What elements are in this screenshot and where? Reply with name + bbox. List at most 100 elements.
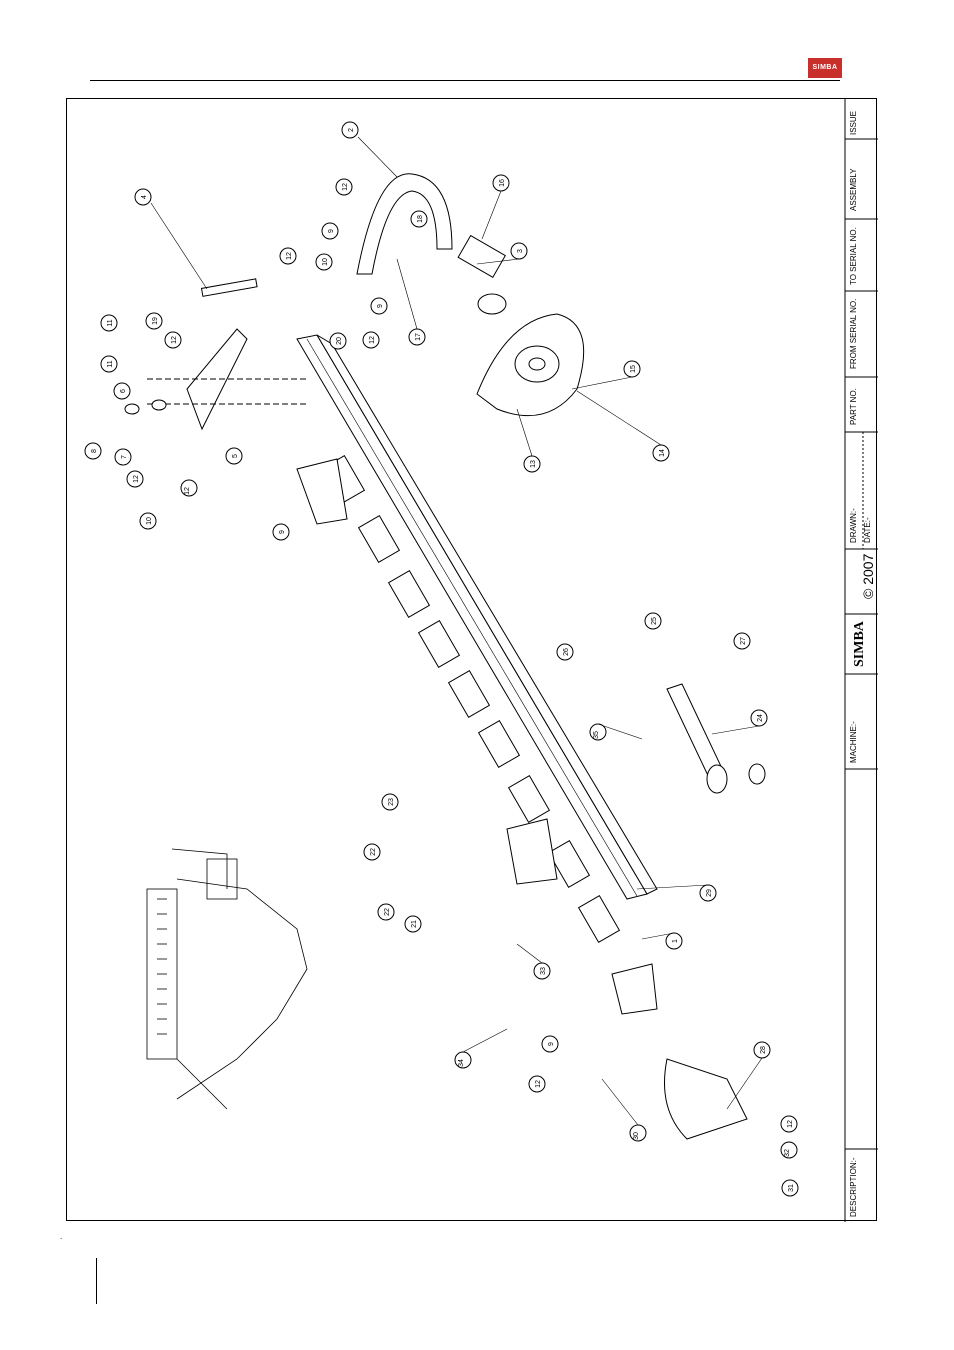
svg-text:2: 2 (348, 128, 355, 132)
balloon-9a: 9 (322, 223, 338, 239)
drawing-sheet: ISSUE ASSEMBLY TO SERIAL NO. FROM SERIAL… (66, 98, 877, 1221)
svg-text:9: 9 (377, 304, 384, 308)
drawn-label: DRAWN:- (849, 508, 858, 543)
svg-text:23: 23 (388, 798, 395, 806)
actuator (667, 684, 765, 793)
svg-text:35: 35 (593, 731, 600, 739)
svg-text:26: 26 (563, 648, 570, 656)
part-no-label: PART NO. (849, 388, 858, 425)
svg-text:34: 34 (458, 1059, 465, 1067)
svg-text:20: 20 (336, 337, 343, 345)
balloon-34: 34 (455, 1052, 471, 1068)
balloon-22b: 22 (378, 904, 394, 920)
beam-brackets (324, 456, 620, 943)
balloon-23: 23 (382, 794, 398, 810)
svg-text:12: 12 (369, 336, 376, 344)
balloon-12d: 12 (363, 332, 379, 348)
svg-text:11: 11 (107, 360, 114, 367)
to-serial-label: TO SERIAL NO. (849, 227, 858, 285)
description-label: DESCRIPTION:- (849, 1157, 858, 1217)
svg-text:25: 25 (651, 617, 658, 625)
balloon-30: 30 (630, 1125, 646, 1141)
svg-text:4: 4 (141, 195, 148, 199)
svg-text:5: 5 (232, 454, 239, 458)
svg-text:10: 10 (146, 517, 153, 525)
title-block: ISSUE ASSEMBLY TO SERIAL NO. FROM SERIAL… (845, 99, 878, 1222)
skid (665, 1059, 748, 1139)
balloon-21: 21 (405, 916, 421, 932)
svg-text:12: 12 (184, 487, 191, 495)
svg-text:14: 14 (659, 449, 666, 457)
balloon-17: 17 (409, 329, 425, 345)
from-serial-label: FROM SERIAL NO. (849, 299, 858, 369)
balloon-15: 15 (624, 361, 640, 377)
tine (357, 174, 452, 274)
svg-text:29: 29 (706, 889, 713, 897)
simba-mark: SIMBA (852, 620, 867, 667)
balloon-4: 4 (135, 189, 151, 205)
balloon-9b: 9 (371, 298, 387, 314)
inset-view (147, 849, 307, 1109)
mount-bracket (125, 279, 307, 429)
balloon-12b: 12 (280, 248, 296, 264)
svg-text:17: 17 (415, 333, 422, 341)
balloon-22a: 22 (364, 844, 380, 860)
svg-text:12: 12 (133, 475, 140, 483)
svg-text:9: 9 (548, 1042, 555, 1046)
balloon-12f: 12 (181, 480, 197, 496)
balloon-11b: 11 (101, 356, 117, 372)
balloon-12a: 12 (336, 179, 352, 195)
date-label: DATE:- (863, 517, 872, 543)
balloon-25: 25 (645, 613, 661, 629)
balloon-8: 8 (85, 443, 101, 459)
svg-text:16: 16 (499, 179, 506, 187)
balloon-10b: 10 (140, 513, 156, 529)
svg-text:21: 21 (411, 920, 418, 928)
svg-text:12: 12 (787, 1120, 794, 1128)
machine-label: MACHINE:- (849, 721, 858, 763)
svg-text:9: 9 (279, 530, 286, 534)
exploded-diagram: ISSUE ASSEMBLY TO SERIAL NO. FROM SERIAL… (67, 99, 878, 1222)
main-beam (297, 335, 657, 1014)
svg-text:1: 1 (672, 939, 679, 943)
balloon-11a: 11 (101, 315, 117, 331)
balloon-12h: 12 (781, 1116, 797, 1132)
svg-text:19: 19 (152, 317, 159, 325)
balloon-1: 1 (666, 933, 682, 949)
balloon-29: 29 (700, 885, 716, 901)
balloon-9d: 9 (542, 1036, 558, 1052)
svg-text:22: 22 (370, 848, 377, 856)
balloon-16: 16 (493, 175, 509, 191)
balloon-31: 31 (782, 1180, 798, 1196)
svg-text:10: 10 (322, 258, 329, 266)
svg-text:27: 27 (740, 637, 747, 645)
balloon-9c: 9 (273, 524, 289, 540)
balloon-2: 2 (342, 122, 358, 138)
balloon-19: 19 (146, 313, 162, 329)
svg-text:6: 6 (120, 389, 127, 393)
balloon-7: 7 (115, 449, 131, 465)
svg-text:13: 13 (530, 460, 537, 468)
page-mark: . (60, 1232, 62, 1241)
balloon-24: 24 (751, 710, 767, 726)
copyright-label: © 2007 (860, 553, 876, 599)
header-rule (90, 80, 840, 81)
balloon-12c: 12 (165, 332, 181, 348)
svg-text:9: 9 (328, 229, 335, 233)
balloon-12g: 12 (529, 1076, 545, 1092)
svg-text:12: 12 (535, 1080, 542, 1088)
svg-text:12: 12 (286, 252, 293, 260)
svg-text:31: 31 (788, 1184, 795, 1192)
balloon-3: 3 (511, 243, 527, 259)
balloon-20: 20 (330, 333, 346, 349)
balloon-28: 28 (754, 1042, 770, 1058)
svg-text:12: 12 (342, 183, 349, 191)
balloon-callouts: 1 2 3 4 5 6 7 8 9 9 9 9 10 10 11 11 12 1… (85, 122, 798, 1196)
assembly-label: ASSEMBLY (849, 168, 858, 211)
svg-text:22: 22 (384, 908, 391, 916)
svg-text:11: 11 (107, 319, 114, 326)
svg-text:12: 12 (171, 336, 178, 344)
svg-text:24: 24 (757, 714, 764, 722)
balloon-27: 27 (734, 633, 750, 649)
balloon-32: 32 (781, 1142, 797, 1158)
